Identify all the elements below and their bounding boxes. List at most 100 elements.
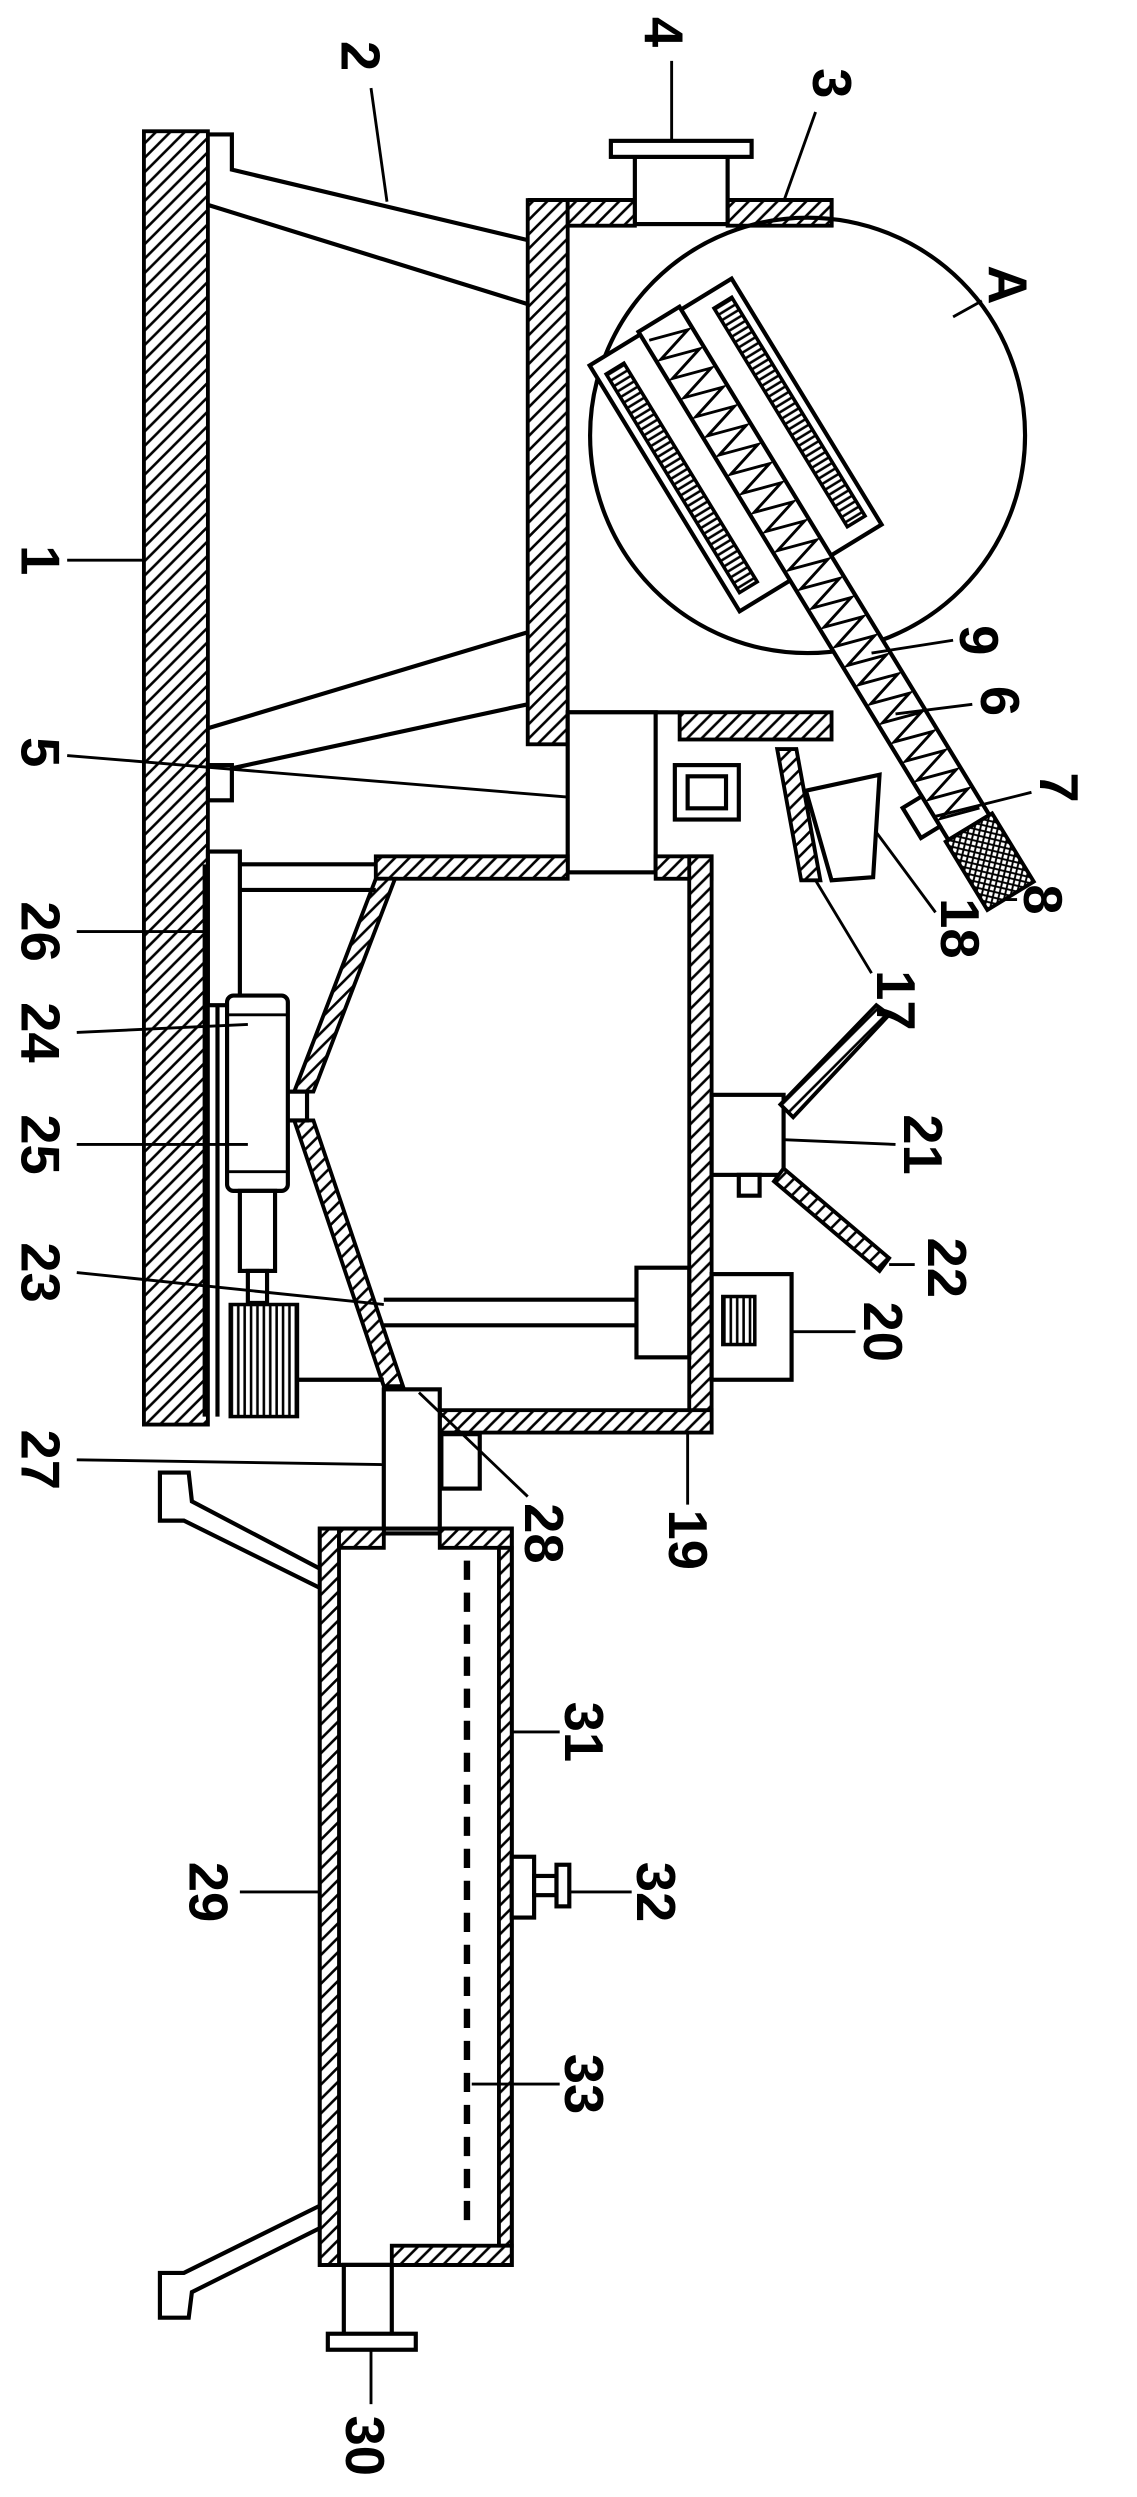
label-9: 9 xyxy=(948,625,1009,655)
label-31: 31 xyxy=(553,1702,614,1763)
label-27: 27 xyxy=(9,1430,70,1491)
label-24: 24 xyxy=(9,1002,70,1063)
housing-left-wall xyxy=(525,198,570,747)
label-21: 21 xyxy=(892,1114,953,1175)
screen-cylinder xyxy=(943,810,1037,913)
connecting-pipe xyxy=(565,710,658,875)
leader-5 xyxy=(67,754,568,799)
main-box-bottom-wall xyxy=(437,1408,714,1435)
mounting-plate xyxy=(205,849,242,1008)
leader-21 xyxy=(783,1138,896,1146)
housing-top-wall-right xyxy=(725,198,834,228)
leader-a xyxy=(952,299,983,319)
leader-6 xyxy=(895,702,973,716)
leader-18 xyxy=(875,831,937,914)
bracket-lower-edge-2 xyxy=(231,702,529,771)
label-17: 17 xyxy=(865,970,926,1031)
stirring-motor xyxy=(383,1265,794,1382)
label-18: 18 xyxy=(929,898,990,959)
detail-circle-a xyxy=(588,215,1028,656)
tank-bottom-wall xyxy=(389,2243,514,2267)
tank-leg-upper xyxy=(157,1470,321,1590)
bracket-inner-edge xyxy=(207,202,529,307)
label-20: 20 xyxy=(852,1301,913,1362)
valve-stem xyxy=(532,1873,559,1898)
screw-housing-screen-bottom xyxy=(603,360,760,596)
side-funnel-upper xyxy=(777,1002,892,1121)
housing-bottom-wall xyxy=(677,710,834,742)
leader-7 xyxy=(935,790,1032,818)
leader-27 xyxy=(76,1458,384,1467)
inlet-pipe xyxy=(608,138,754,227)
main-box-right-wall xyxy=(687,854,714,1435)
upper-bracket xyxy=(205,132,529,803)
motor-housing-fins xyxy=(721,1294,757,1347)
label-33: 33 xyxy=(553,2054,614,2115)
screw-assembly xyxy=(586,275,1037,913)
label-22: 22 xyxy=(916,1237,977,1298)
label-2: 2 xyxy=(329,41,390,71)
drive-block xyxy=(899,793,943,841)
label-29: 29 xyxy=(177,1862,238,1923)
label-25: 25 xyxy=(9,1114,70,1175)
leader-lines xyxy=(67,60,1032,2405)
leader-24 xyxy=(76,1022,248,1034)
inlet-pipe-body xyxy=(632,154,730,227)
discharge-sensor xyxy=(439,1432,482,1491)
bracket-foot xyxy=(205,763,234,803)
main-box xyxy=(282,854,714,1435)
leader-9 xyxy=(871,638,954,655)
label-4: 4 xyxy=(633,17,694,47)
tank-top-wall-left xyxy=(337,1526,386,1550)
discharge-pipe xyxy=(381,1387,442,1536)
leader-2 xyxy=(369,87,389,202)
bottom-outlet-flange xyxy=(325,2331,418,2352)
inlet-pipe-flange xyxy=(608,138,754,159)
screw-housing-screen-top xyxy=(711,294,868,530)
leader-28 xyxy=(417,1391,529,1498)
side-outlet xyxy=(709,1002,892,1274)
bracket-lower-edge xyxy=(207,630,529,731)
main-box-cone-lower xyxy=(291,1118,406,1389)
chute xyxy=(774,747,823,883)
tank-left-wall xyxy=(317,1526,341,2267)
screw-flight xyxy=(648,327,980,822)
valve-handle xyxy=(554,1862,572,1909)
sensor-box-inner xyxy=(685,774,729,811)
label-a: A xyxy=(977,265,1038,304)
drive-motor xyxy=(228,1302,300,1419)
label-28: 28 xyxy=(513,1503,574,1564)
label-7: 7 xyxy=(1028,772,1089,802)
leader-17 xyxy=(814,879,873,974)
label-8: 8 xyxy=(1012,884,1073,914)
housing-top-wall-left xyxy=(565,198,637,228)
label-6: 6 xyxy=(969,686,1030,716)
tank-top-wall-right xyxy=(437,1526,514,1550)
collecting-funnel xyxy=(803,772,882,883)
label-19: 19 xyxy=(657,1510,718,1571)
label-26: 26 xyxy=(9,901,70,962)
valve-body xyxy=(509,1854,537,1920)
side-outlet-sensor xyxy=(736,1172,762,1198)
label-3: 3 xyxy=(801,68,862,98)
label-1: 1 xyxy=(9,545,70,575)
lower-tank xyxy=(157,1470,514,2320)
reference-numerals: 1 2 3 4 A 5 9 6 7 8 26 18 24 17 25 21 23… xyxy=(9,17,1089,2476)
tank-outline xyxy=(317,1526,514,2267)
side-funnel-lower xyxy=(771,1165,892,1274)
side-outlet-pipe xyxy=(709,1092,786,1177)
label-30: 30 xyxy=(334,2416,395,2477)
tank-leg-lower xyxy=(157,2203,321,2320)
label-23: 23 xyxy=(9,1242,70,1303)
label-5: 5 xyxy=(9,737,70,767)
main-box-cone-upper xyxy=(291,876,398,1094)
base-plate xyxy=(142,129,210,1427)
leader-23 xyxy=(76,1271,384,1306)
motor-coupling xyxy=(634,1265,692,1360)
lifting-mechanism xyxy=(202,849,384,1419)
rod-connector xyxy=(245,1268,270,1306)
piston-rod xyxy=(237,1188,278,1273)
bottom-outlet-pipe xyxy=(341,2262,394,2340)
main-box-top-wall-left xyxy=(373,854,570,881)
